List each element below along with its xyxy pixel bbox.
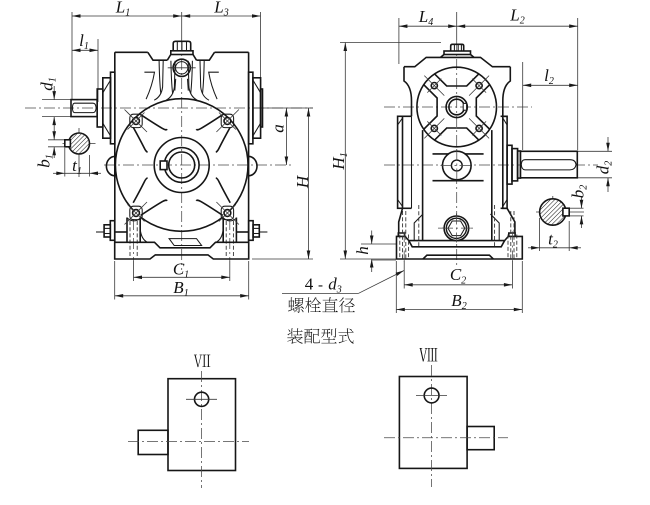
svg-text:H: H <box>293 174 312 189</box>
svg-text:a: a <box>269 124 288 133</box>
svg-text:t2: t2 <box>548 230 558 251</box>
svg-text:l2: l2 <box>544 66 554 87</box>
svg-text:4: 4 <box>305 275 314 294</box>
svg-text:l1: l1 <box>79 31 89 52</box>
svg-text:h: h <box>353 246 372 255</box>
svg-text:-: - <box>318 278 323 294</box>
